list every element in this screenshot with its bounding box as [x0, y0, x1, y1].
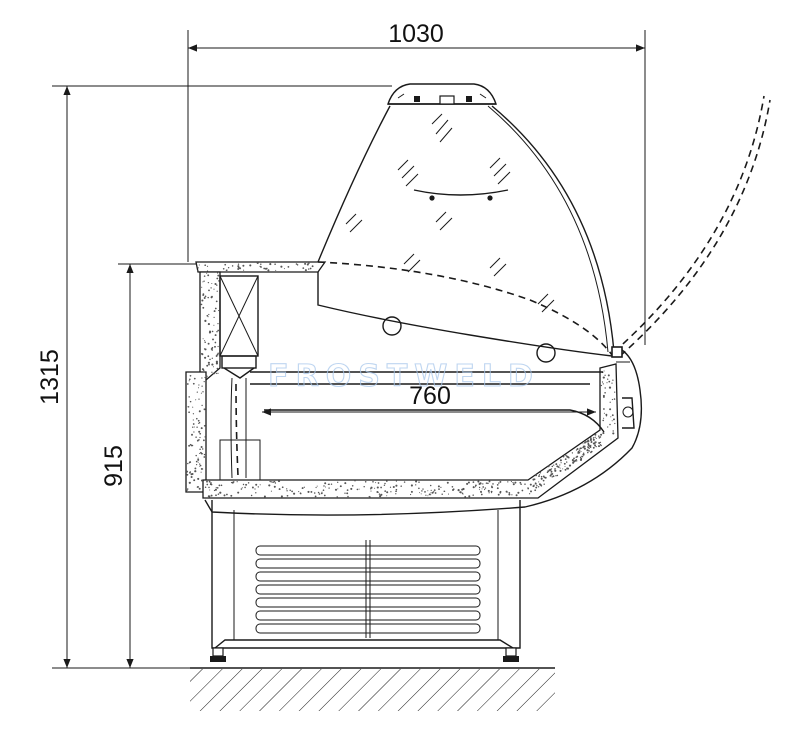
height-label: 1315	[36, 349, 64, 405]
top-light-canopy	[387, 83, 497, 105]
vent-grille	[255, 540, 481, 638]
counter-height-label: 915	[100, 445, 128, 487]
watermark: FROSTWELD	[268, 359, 540, 394]
dimension-width: 1030	[187, 20, 646, 345]
floor	[190, 667, 555, 711]
front-curved-glass	[317, 105, 615, 353]
front-hinge	[611, 346, 635, 429]
adjustable-feet	[210, 647, 519, 662]
rear-glass-panel	[317, 272, 613, 363]
insulated-tub	[185, 261, 619, 499]
rear-duct	[219, 275, 261, 481]
display-depth-label: 760	[409, 382, 451, 410]
base-cabinet	[210, 500, 521, 662]
glass-closed-arc	[317, 261, 613, 356]
width-label: 1030	[388, 20, 444, 48]
glass-open-arc	[613, 95, 771, 357]
dimension-display-depth: 760	[262, 382, 596, 416]
dimension-counter-height: 915	[100, 263, 198, 668]
front-shell	[204, 349, 643, 516]
dimension-height: 1315	[36, 85, 392, 669]
